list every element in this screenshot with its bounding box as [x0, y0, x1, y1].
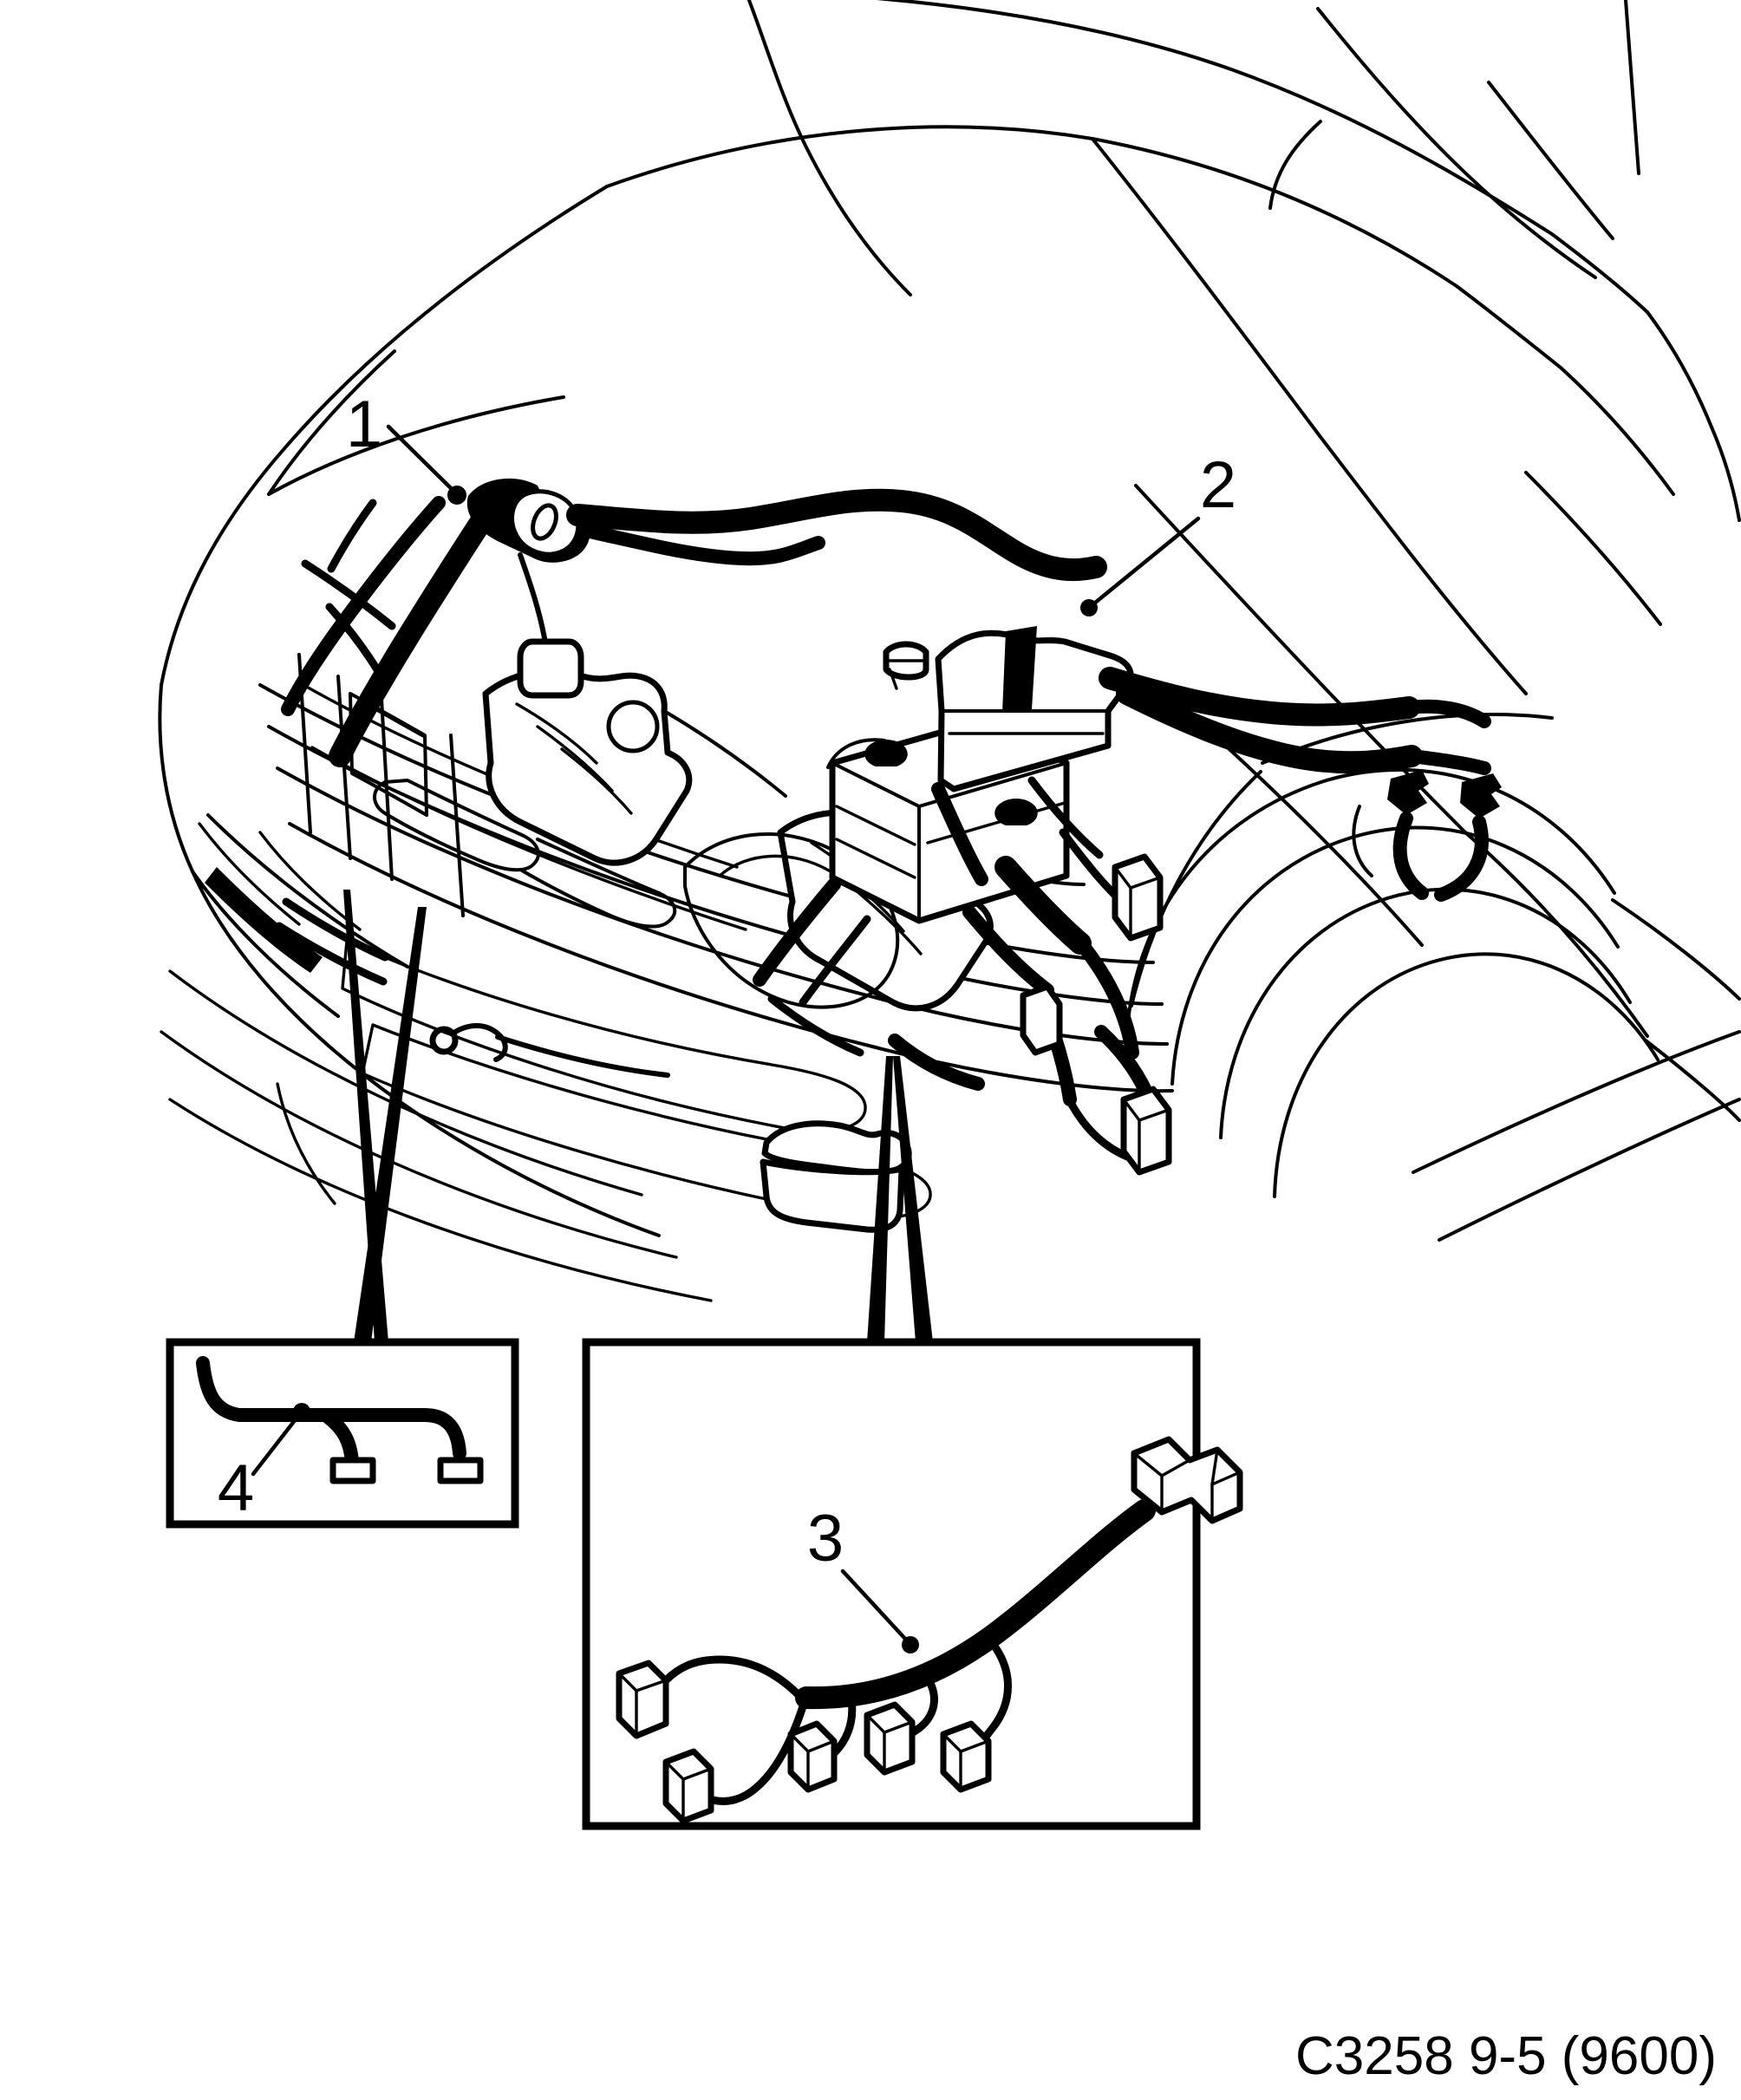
callout-1: 1 [346, 388, 466, 505]
callout-3-label: 3 [807, 1502, 844, 1575]
harness-connector-4 [864, 1701, 916, 1776]
harness-connector-main [1131, 1436, 1243, 1524]
wheel-arch-connectors [1352, 770, 1502, 902]
pointer-wedge-inset-4 [343, 890, 427, 1342]
inset-box-4[interactable]: 4 [166, 1338, 519, 1529]
pointer-wedge-inset-3 [867, 1056, 933, 1342]
diagram-caption: C3258 9-5 (9600) [1295, 2026, 1717, 2086]
harness-connector-5 [940, 1720, 992, 1793]
bulkhead-grommet-connector [466, 478, 590, 563]
washer-reservoir-cap [883, 641, 929, 690]
main-wiring-harness [275, 488, 1502, 1176]
harness-connector-3 [787, 1720, 838, 1793]
callout-1-label: 1 [346, 388, 382, 461]
inset-box-3[interactable]: 3 [582, 1338, 1243, 1830]
callout-2: 2 [1080, 448, 1236, 616]
fuse-relay-box [883, 626, 1134, 792]
harness-connector-2 [662, 1748, 714, 1824]
callout-2-label: 2 [1200, 448, 1236, 522]
lower-right-connector [1094, 1025, 1172, 1176]
callout-4-label: 4 [218, 1451, 254, 1525]
harness-connector-1 [616, 1660, 669, 1739]
fog-lamp [760, 1120, 912, 1233]
